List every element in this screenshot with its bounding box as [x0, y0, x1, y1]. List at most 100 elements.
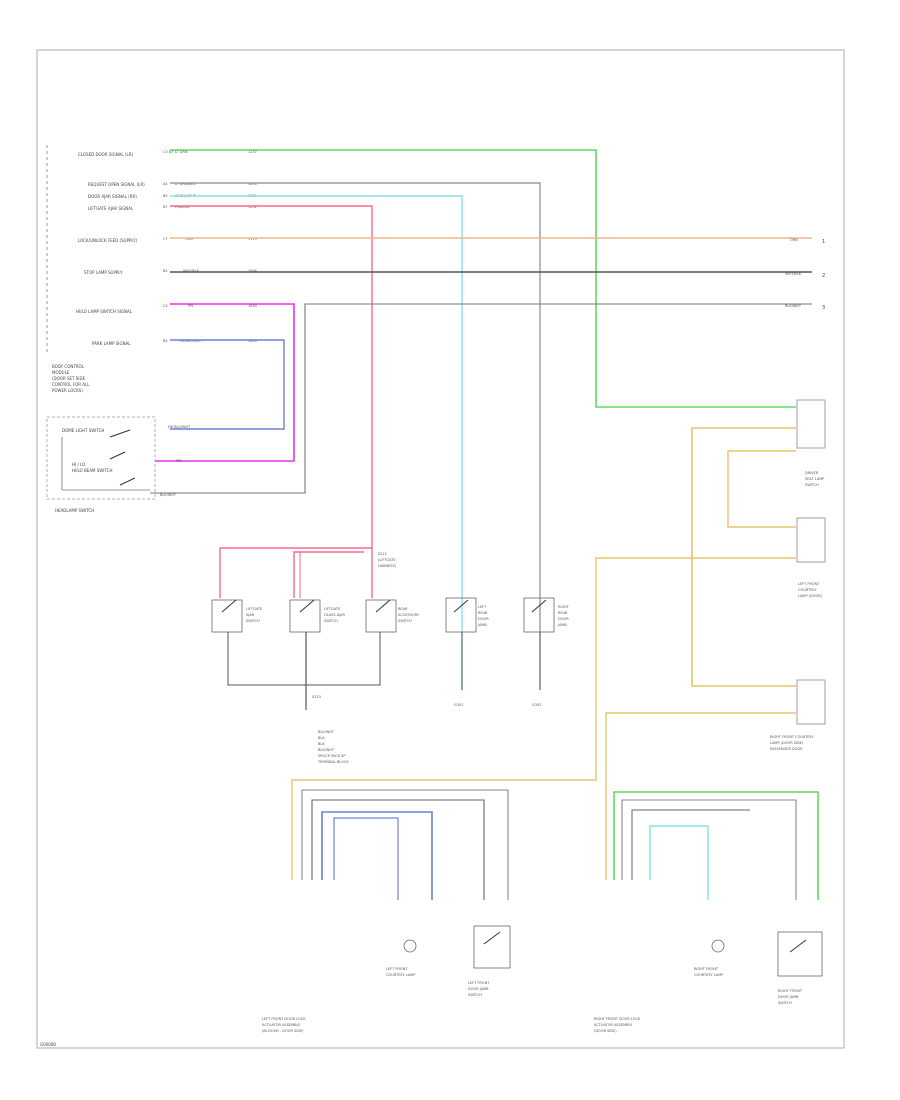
switch-box — [365, 599, 397, 633]
component-label: LAMP (DOOR) — [798, 594, 823, 598]
wire-dk-gray — [631, 809, 750, 880]
switch-wire-label: DK BLU/WHT — [168, 425, 191, 429]
headlamp-switch-label: HEADLAMP SWITCH — [55, 508, 94, 513]
splice-s213: S213 — [312, 695, 321, 699]
switch-label: SWITCH — [778, 1001, 792, 1005]
bottom-right-assembly: RIGHT FRONT DOOR LOCK ACTUATOR ASSEMBLY … — [594, 791, 823, 1033]
wire-lt-green — [613, 791, 819, 900]
ref-number: 1 — [822, 239, 825, 245]
switch-label: LEFT FRONT — [468, 981, 490, 985]
switch-item-label: HI/LO BEAM SWITCH — [72, 468, 112, 473]
component-label: LEFT FRONT — [798, 582, 820, 586]
pin-circuit: 1715 — [248, 237, 257, 241]
switch-label: DOOR — [478, 617, 489, 621]
switch-contact — [299, 599, 315, 613]
connector-note: (DOOR SET SIDE — [52, 376, 86, 381]
pin-circuit: 1649 — [248, 304, 257, 308]
component-box — [796, 679, 826, 725]
footer-code: G00008 — [40, 1042, 56, 1047]
switch-box — [473, 925, 511, 969]
switch-contact — [375, 599, 391, 613]
ground-legend: TERMINAL BLOCK — [317, 760, 349, 764]
wire-magenta — [155, 303, 295, 462]
assembly-label: LEFT FRONT DOOR LOCK — [262, 1017, 306, 1021]
pin-id: B7 — [163, 205, 168, 209]
lamp-label: COURTESY LAMP — [386, 973, 415, 977]
switch-label: DOOR — [558, 617, 569, 621]
pin-id: B4 — [163, 339, 168, 343]
switch-box — [289, 599, 321, 633]
pin-id: B5 — [163, 194, 168, 198]
splice-label: S212 — [378, 552, 387, 556]
switch-contact — [221, 599, 237, 613]
wire-pink — [170, 205, 373, 548]
component-label: LAMP (DOOR SIDE) — [770, 741, 804, 745]
switch-label: RIGHT FRONT — [778, 989, 803, 993]
diagram-border — [36, 49, 845, 1049]
switch-liftgate-ajar: LIFTGATE AJAR SWITCH — [211, 599, 262, 633]
assembly-label: ACTUATOR ASSEMBLY — [262, 1023, 301, 1027]
switch-rear-accessory: REAR ACCESSORY SWITCH — [365, 599, 420, 633]
switch-label: REAR — [398, 607, 408, 611]
component-label: DRIVER — [805, 471, 819, 475]
assembly-label: RIGHT FRONT DOOR LOCK — [594, 1017, 641, 1021]
pin-wire: PNK/BLK — [175, 205, 191, 209]
switch-contact — [789, 939, 807, 953]
lamp-label: RIGHT FRONT — [694, 967, 719, 971]
connector-note: BODY CONTROL — [52, 364, 85, 369]
switch-label: JAMB — [477, 623, 487, 627]
right-circuit: WHT/BLK — [785, 272, 802, 276]
pin-wire: ORN — [185, 237, 193, 241]
switch-label: DOOR JAMB — [468, 987, 489, 991]
pin-wire: LT GRN — [175, 150, 188, 154]
right-circuit: BLK/WHT — [785, 304, 802, 308]
ground-legend: BLK/WHT — [318, 730, 335, 734]
component-label: SWITCH — [805, 483, 819, 487]
lamp-icon — [403, 939, 417, 953]
switch-label: SWITCH — [468, 993, 482, 997]
wire-yellow — [691, 427, 796, 687]
wire-yellow — [605, 712, 796, 880]
switch-contact — [483, 931, 501, 945]
pin-circuit: 1252 — [248, 205, 257, 209]
ref-number: 2 — [822, 273, 825, 279]
pin-circuit: 1250 — [248, 182, 257, 186]
right-circuit: ORN — [790, 238, 798, 242]
ground-lead — [306, 632, 381, 686]
pin-circuit: 1846 — [248, 269, 257, 273]
pin-label: REQUEST OPEN SIGNAL (LR) — [88, 182, 145, 187]
switch-label: SWITCH — [398, 619, 412, 623]
switch-left-rear-door: LEFT REAR DOOR JAMB — [445, 597, 489, 633]
switch-contact — [453, 599, 469, 613]
assembly-label: (DOOR SIDE) — [594, 1029, 617, 1033]
splice-note: HARNESS) — [378, 564, 397, 568]
lamp-label: COURTESY LAMP — [694, 973, 723, 977]
pin-wire: PPL — [188, 304, 194, 308]
top-wires — [150, 149, 812, 690]
right-refs: ORN WHT/BLK BLK/WHT 1 2 3 — [785, 238, 825, 311]
wire-blue — [333, 817, 399, 900]
ref-number: 3 — [822, 305, 825, 311]
headlamp-switch: DOME LIGHT SWITCH HI / LO HI/LO BEAM SWI… — [46, 416, 191, 513]
pin-id: C2 — [163, 304, 168, 308]
switch-label: ACCESSORY — [398, 613, 420, 617]
wire-gray — [301, 789, 509, 900]
assembly-label: ACTUATOR ASSEMBLY — [594, 1023, 633, 1027]
switch-box — [777, 931, 823, 977]
ground-ref: G302 — [532, 703, 541, 707]
assembly-label: (IN DOOR - DOOR SIDE) — [262, 1029, 304, 1033]
pin-label: STOP LAMP SUPPLY — [84, 270, 123, 275]
wire-lt-blue — [649, 825, 709, 900]
ground-ref: G301 — [454, 703, 463, 707]
wire-lt-green — [170, 149, 796, 408]
left-connector: CLOSED DOOR SIGNAL (LR) LT GRN 1237 REQU… — [52, 150, 257, 393]
wire-pink-branch — [299, 551, 364, 598]
switch-box — [211, 599, 243, 633]
component-label: COURTESY — [798, 588, 818, 592]
switch-label: RIGHT — [558, 605, 570, 609]
wire-pink-branch — [293, 551, 364, 598]
pin-label: LOCK/UNLOCK FEED (SUPPLY) — [78, 238, 138, 243]
switch-box — [523, 597, 555, 633]
switch-label: LIFTGATE — [324, 607, 340, 611]
